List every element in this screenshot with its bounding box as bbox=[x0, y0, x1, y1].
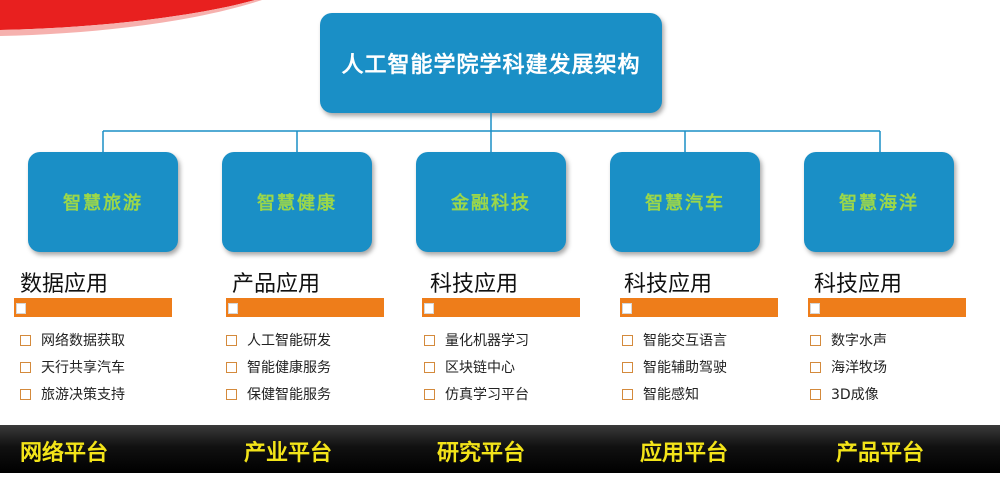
list-item: 保健智能服务 bbox=[226, 384, 331, 404]
orange-bar bbox=[226, 298, 384, 317]
list-item-label: 保健智能服务 bbox=[247, 387, 331, 403]
list-item-label: 人工智能研发 bbox=[247, 333, 331, 349]
list-item-label: 仿真学习平台 bbox=[445, 387, 529, 403]
branch-node: 智慧旅游 bbox=[28, 152, 178, 252]
list-item: 仿真学习平台 bbox=[424, 384, 529, 404]
list-item-label: 智能辅助驾驶 bbox=[643, 360, 727, 376]
list-item: 智能感知 bbox=[622, 384, 699, 404]
checkbox-icon bbox=[226, 334, 237, 346]
list-item-label: 旅游决策支持 bbox=[41, 387, 125, 403]
branch-title: 智慧汽车 bbox=[645, 193, 725, 214]
app-category-label: 数据应用 bbox=[20, 272, 109, 297]
platform-label: 产品平台 bbox=[836, 441, 925, 466]
platform-label: 产业平台 bbox=[244, 441, 333, 466]
list-item-label: 数字水声 bbox=[831, 333, 887, 349]
list-item: 智能辅助驾驶 bbox=[622, 357, 727, 377]
list-item: 量化机器学习 bbox=[424, 330, 529, 350]
platform-label: 应用平台 bbox=[640, 441, 729, 466]
branch-node: 智慧汽车 bbox=[610, 152, 760, 252]
root-title: 人工智能学院学科建发展架构 bbox=[341, 53, 641, 78]
branch-title: 金融科技 bbox=[451, 193, 531, 214]
list-item: 旅游决策支持 bbox=[20, 384, 125, 404]
checkbox-icon bbox=[810, 303, 820, 314]
platform-label: 研究平台 bbox=[437, 441, 526, 466]
checkbox-icon bbox=[622, 334, 633, 346]
column-4: 智慧汽车 科技应用 智能交互语言 智能辅助驾驶 智能感知 bbox=[602, 150, 792, 420]
list-item: 天行共享汽车 bbox=[20, 357, 125, 377]
checkbox-icon bbox=[810, 334, 821, 346]
branch-node: 金融科技 bbox=[416, 152, 566, 252]
checkbox-icon bbox=[16, 303, 26, 314]
root-node: 人工智能学院学科建发展架构 bbox=[320, 13, 662, 113]
list-item-label: 智能交互语言 bbox=[643, 333, 727, 349]
list-item: 网络数据获取 bbox=[20, 330, 125, 350]
list-item-label: 天行共享汽车 bbox=[41, 360, 125, 376]
checkbox-icon bbox=[424, 334, 435, 346]
orange-bar bbox=[14, 298, 172, 317]
orange-bar bbox=[422, 298, 580, 317]
list-item-label: 量化机器学习 bbox=[445, 333, 529, 349]
branch-title: 智慧海洋 bbox=[839, 193, 919, 214]
orange-bar bbox=[620, 298, 778, 317]
column-1: 智慧旅游 数据应用 网络数据获取 天行共享汽车 旅游决策支持 bbox=[14, 150, 210, 420]
checkbox-icon bbox=[622, 303, 632, 314]
checkbox-icon bbox=[226, 388, 237, 400]
checkbox-icon bbox=[424, 303, 434, 314]
app-category-label: 科技应用 bbox=[624, 272, 713, 297]
checkbox-icon bbox=[20, 361, 31, 373]
checkbox-icon bbox=[622, 388, 633, 400]
column-5: 智慧海洋 科技应用 数字水声 海洋牧场 3D成像 bbox=[796, 150, 986, 420]
red-swoosh-decoration bbox=[0, 0, 262, 36]
column-2: 智慧健康 产品应用 人工智能研发 智能健康服务 保健智能服务 bbox=[214, 150, 404, 420]
list-item-label: 智能健康服务 bbox=[247, 360, 331, 376]
branch-node: 智慧海洋 bbox=[804, 152, 954, 252]
platform-label: 网络平台 bbox=[20, 441, 109, 466]
list-item: 海洋牧场 bbox=[810, 357, 887, 377]
app-category-label: 产品应用 bbox=[232, 272, 321, 297]
list-item: 人工智能研发 bbox=[226, 330, 331, 350]
branch-title: 智慧健康 bbox=[257, 193, 337, 214]
app-category-label: 科技应用 bbox=[430, 272, 519, 297]
checkbox-icon bbox=[20, 334, 31, 346]
checkbox-icon bbox=[20, 388, 31, 400]
list-item: 数字水声 bbox=[810, 330, 887, 350]
list-item-label: 智能感知 bbox=[643, 387, 699, 403]
list-item-label: 3D成像 bbox=[831, 387, 879, 403]
tree-connectors bbox=[102, 113, 881, 152]
checkbox-icon bbox=[228, 303, 238, 314]
app-category-label: 科技应用 bbox=[814, 272, 903, 297]
platform-bar bbox=[0, 425, 1000, 473]
branch-title: 智慧旅游 bbox=[63, 193, 143, 214]
list-item: 智能交互语言 bbox=[622, 330, 727, 350]
checkbox-icon bbox=[810, 361, 821, 373]
list-item: 智能健康服务 bbox=[226, 357, 331, 377]
list-item: 3D成像 bbox=[810, 384, 879, 404]
checkbox-icon bbox=[622, 361, 633, 373]
column-3: 金融科技 科技应用 量化机器学习 区块链中心 仿真学习平台 bbox=[408, 150, 598, 420]
orange-bar bbox=[808, 298, 966, 317]
list-item-label: 网络数据获取 bbox=[41, 333, 125, 349]
list-item-label: 区块链中心 bbox=[445, 360, 515, 376]
checkbox-icon bbox=[424, 361, 435, 373]
checkbox-icon bbox=[226, 361, 237, 373]
checkbox-icon bbox=[810, 388, 821, 400]
branch-node: 智慧健康 bbox=[222, 152, 372, 252]
list-item: 区块链中心 bbox=[424, 357, 515, 377]
list-item-label: 海洋牧场 bbox=[831, 360, 887, 376]
checkbox-icon bbox=[424, 388, 435, 400]
